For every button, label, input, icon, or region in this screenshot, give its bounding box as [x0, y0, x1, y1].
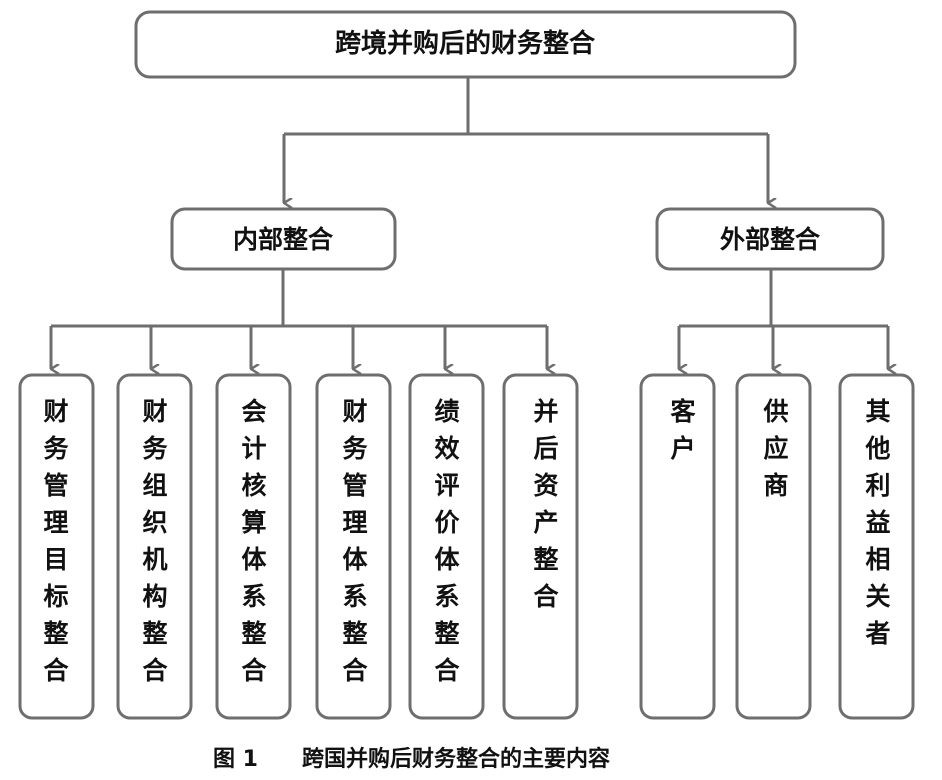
internal-leaf-5-label: 绩效评价体系整合 — [434, 397, 460, 685]
internal-leaf-2-label: 财务组织机构整合 — [142, 397, 168, 685]
internal-leaf-3: 会计核算体系整合 — [215, 373, 292, 720]
external-group-node: 外部整合 — [655, 207, 885, 271]
external-leaf-2: 供应商 — [735, 373, 812, 720]
external-connectors — [677, 269, 888, 369]
root-label: 跨境并购后的财务整合 — [335, 28, 596, 59]
external-leaf-1-label: 客户 — [670, 397, 695, 463]
internal-leaf-2: 财务组织机构整合 — [116, 373, 193, 720]
root-connectors — [282, 77, 768, 203]
caption-title: 跨国并购后财务整合的主要内容 — [302, 746, 610, 772]
internal-group-node: 内部整合 — [170, 207, 397, 271]
caption-figure-number: 图 1 — [213, 747, 258, 772]
internal-leaf-1-label: 财务管理目标整合 — [43, 397, 69, 685]
internal-leaf-6: 并后资产整合 — [502, 373, 579, 720]
internal-leaf-4: 财务管理体系整合 — [315, 373, 392, 720]
internal-leaf-6-label: 并后资产整合 — [533, 397, 559, 611]
figure-caption: 图 1 跨国并购后财务整合的主要内容 — [213, 746, 610, 772]
internal-group-label: 内部整合 — [233, 225, 334, 254]
internal-leaf-5: 绩效评价体系整合 — [408, 373, 485, 720]
external-leaf-3-label: 其他利益相关者 — [864, 397, 890, 648]
root-node: 跨境并购后的财务整合 — [134, 10, 797, 79]
external-leaf-1: 客户 — [639, 373, 716, 720]
internal-connectors — [49, 269, 547, 369]
internal-leaf-1: 财务管理目标整合 — [18, 373, 95, 720]
external-leaf-2-label: 供应商 — [762, 397, 788, 500]
internal-leaf-3-label: 会计核算体系整合 — [241, 397, 267, 685]
internal-leaf-4-label: 财务管理体系整合 — [342, 397, 368, 685]
external-leaf-3: 其他利益相关者 — [838, 373, 915, 720]
external-group-label: 外部整合 — [720, 225, 821, 254]
